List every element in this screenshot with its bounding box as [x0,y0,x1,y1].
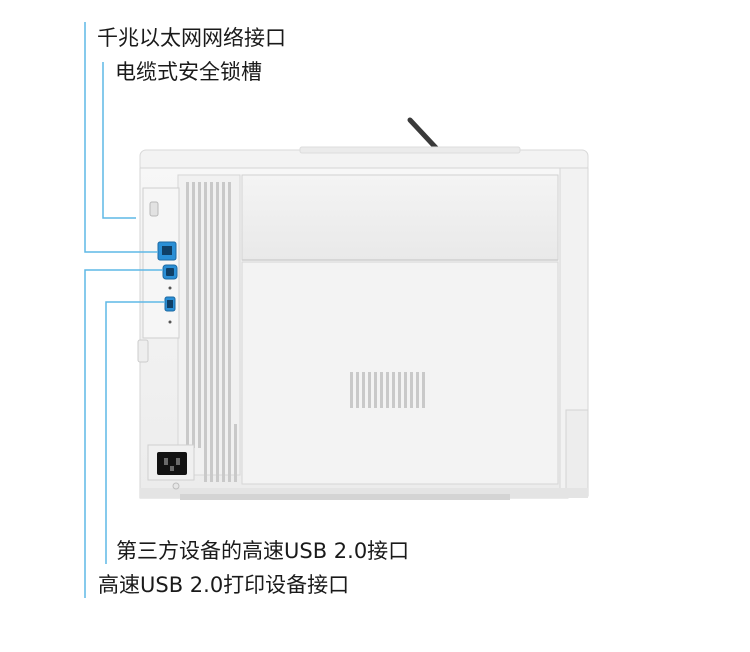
rear-access-door-upper [241,174,559,261]
leader-lock-slot [102,62,136,219]
vent-slot [374,372,377,408]
vent-slot [216,182,219,448]
output-tray-guide [407,117,441,153]
vent-slot [228,424,231,482]
vent-slot [398,372,401,408]
vent-slot [404,372,407,408]
vent-slot [422,372,425,408]
vent-slot [210,424,213,482]
vent-slot [386,372,389,408]
usb-device-port [162,264,178,290]
vent-slot [204,424,207,482]
callout-security-lock-slot: 电缆式安全锁槽 [115,60,262,84]
vent-slot [216,424,219,482]
leader-ethernet [84,22,158,253]
vent-slot [362,372,365,408]
vent-slot [416,372,419,408]
printer-top-lid [139,146,589,173]
callout-leader-lines [84,22,165,598]
vent-slot [198,182,201,448]
vent-slot [392,372,395,408]
left-vent-column [177,174,241,482]
power-socket [147,444,195,490]
vent-slot [222,182,225,448]
vent-slot [222,424,225,482]
callout-usb-host-port: 高速USB 2.0打印设备接口 [98,573,350,597]
ethernet-port [157,241,177,261]
vent-slot [186,182,189,448]
vent-slot [356,372,359,408]
vent-slot [350,372,353,408]
vent-slot [204,182,207,448]
vent-slot [228,182,231,448]
callout-usb-device-port: 第三方设备的高速USB 2.0接口 [116,539,410,563]
formatter-board [137,187,180,363]
leader-usb-device [105,301,165,564]
vent-slot [410,372,413,408]
usb-host-port [164,296,176,324]
vent-slot [368,372,371,408]
security-lock-slot [149,201,159,217]
rear-vent-grille [350,372,425,408]
vent-slot [210,182,213,448]
leader-usb-host [84,269,163,598]
vent-slot [234,424,237,482]
vent-slot [380,372,383,408]
callout-ethernet-port: 千兆以太网网络接口 [97,26,286,50]
vent-slot [192,182,195,448]
